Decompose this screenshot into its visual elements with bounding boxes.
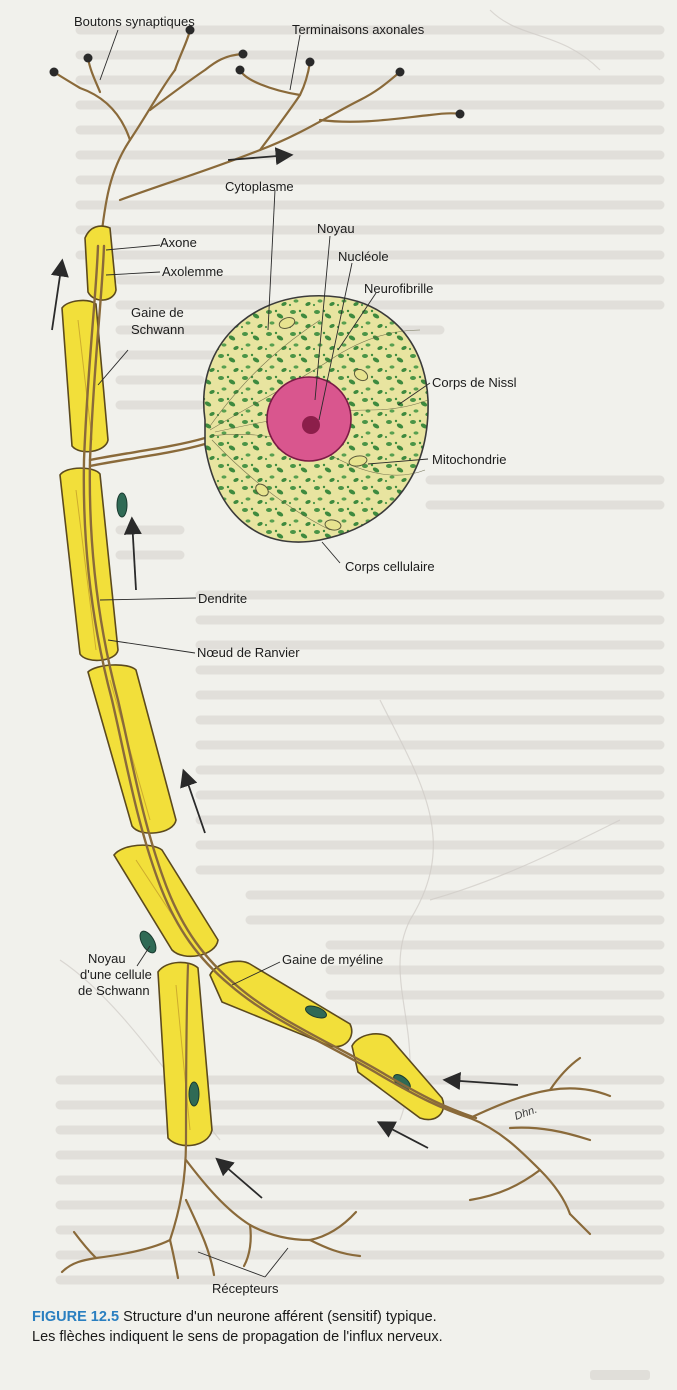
figure-title-line1: Structure d'un neurone afférent (sensiti…: [123, 1309, 437, 1325]
receptor-tree-right: [470, 1058, 610, 1234]
label-gaine-de: Gaine de: [131, 305, 184, 320]
cell-body: [204, 296, 428, 542]
label-schwann: Schwann: [131, 322, 184, 337]
label-dendrite: Dendrite: [198, 591, 247, 606]
label-noeud-de-ranvier: Nœud de Ranvier: [197, 645, 300, 660]
axon-terminals: [54, 30, 460, 248]
label-mitochondrie: Mitochondrie: [432, 452, 506, 467]
label-noyau-schwann-2: d'une cellule: [80, 967, 152, 982]
label-cytoplasme: Cytoplasme: [225, 179, 294, 194]
label-noyau: Noyau: [317, 221, 355, 236]
figure-title-line2: Les flèches indiquent le sens de propaga…: [32, 1329, 443, 1345]
labels: Boutons synaptiques Terminaisons axonale…: [74, 14, 539, 1296]
nucleolus: [302, 416, 320, 434]
label-noyau-schwann-3: de Schwann: [78, 983, 150, 998]
label-terminaisons-axonales: Terminaisons axonales: [292, 22, 425, 37]
synaptic-knobs: [50, 26, 465, 119]
figure-caption: FIGURE 12.5 Structure d'un neurone affér…: [32, 1307, 652, 1347]
label-corps-de-nissl: Corps de Nissl: [432, 375, 517, 390]
label-gaine-de-myeline: Gaine de myéline: [282, 952, 383, 967]
page-smudge: [590, 1370, 650, 1380]
label-neurofibrille: Neurofibrille: [364, 281, 433, 296]
label-boutons-synaptiques: Boutons synaptiques: [74, 14, 195, 29]
label-recepteurs: Récepteurs: [212, 1281, 279, 1296]
label-axone: Axone: [160, 235, 197, 250]
label-corps-cellulaire: Corps cellulaire: [345, 559, 435, 574]
artist-signature: Dhn.: [513, 1104, 539, 1123]
label-noyau-schwann-1: Noyau: [88, 951, 126, 966]
label-axolemme: Axolemme: [162, 264, 223, 279]
figure-number: FIGURE 12.5: [32, 1309, 119, 1325]
label-nucleole: Nucléole: [338, 249, 389, 264]
